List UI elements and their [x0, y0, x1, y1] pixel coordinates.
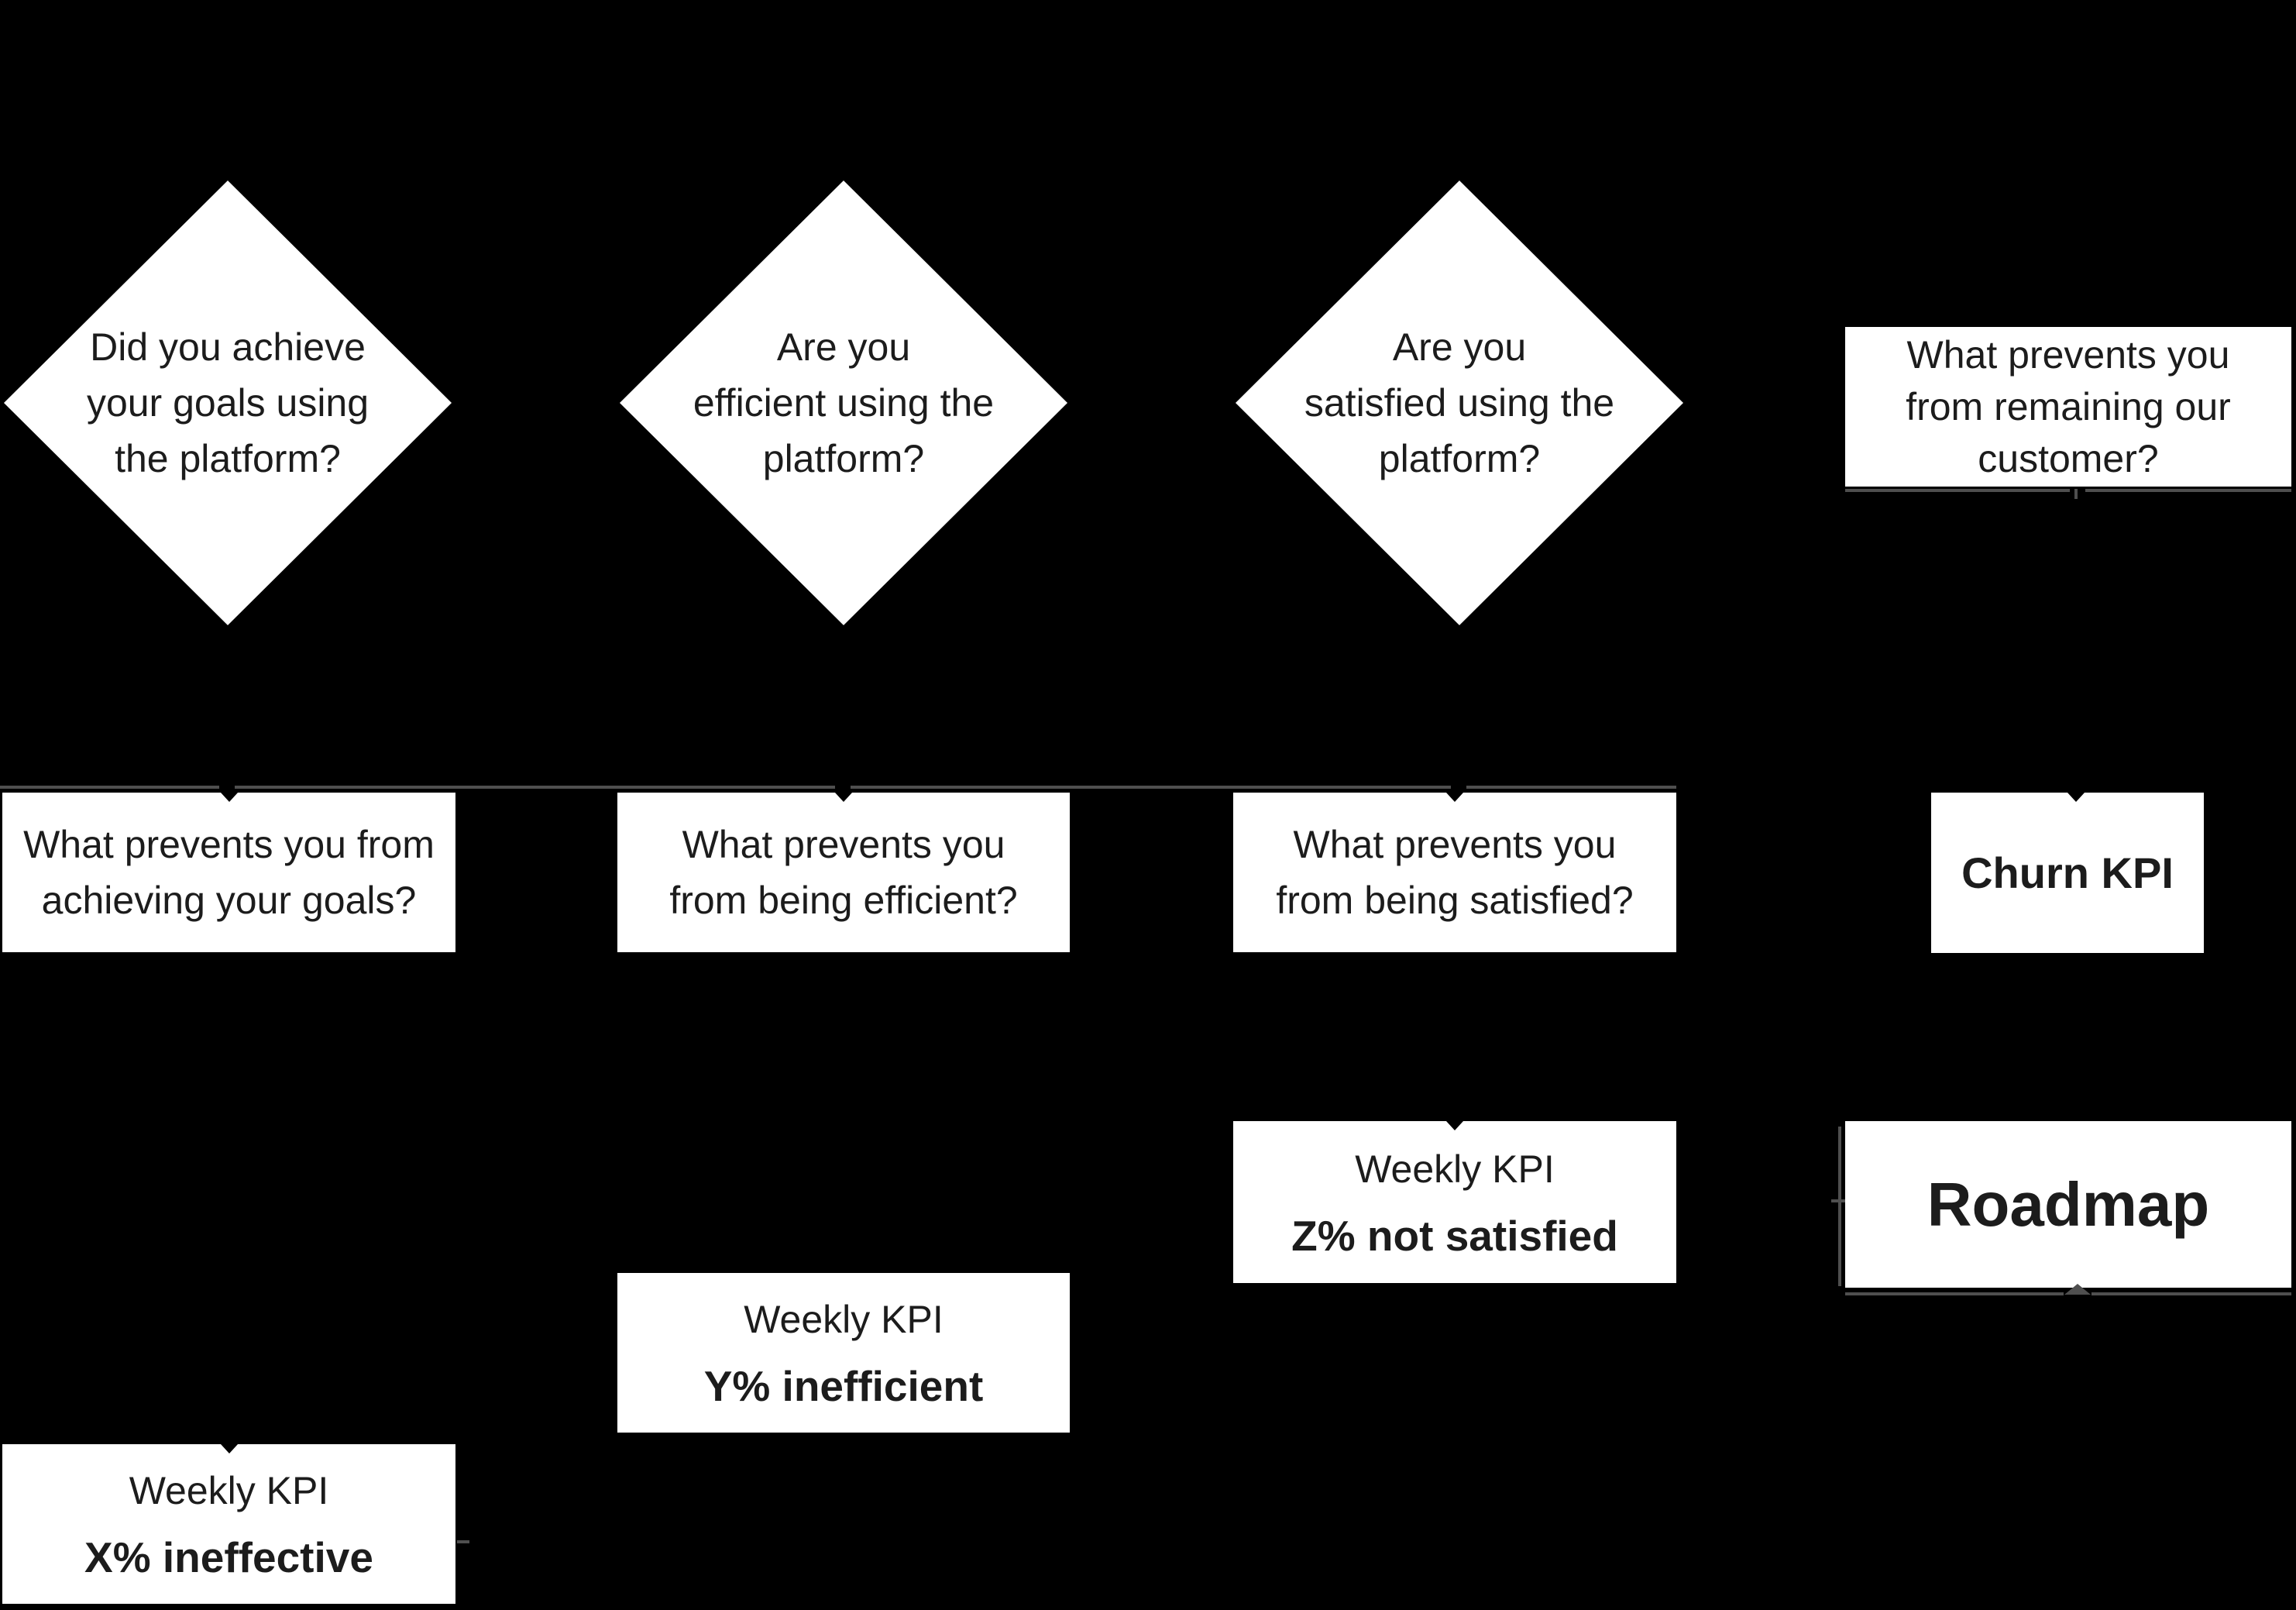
- decision-diamond-efficient-label: Are you efficient using the platform?: [693, 325, 995, 480]
- kpi-box-inefficient: Weekly KPI Y% inefficient: [617, 1273, 1070, 1433]
- decision-diamond-efficient: Are you efficient using the platform?: [620, 181, 1067, 625]
- arrowhead-notch: [835, 793, 852, 802]
- kpi-box-not-satisfied-value: Z% not satisfied: [1291, 1211, 1618, 1260]
- arrowhead-notch: [220, 1444, 238, 1453]
- kpi-box-ineffective: Weekly KPI X% ineffective: [2, 1444, 455, 1604]
- arrowhead-notch: [1446, 793, 1463, 802]
- question-box-achieving-goals: What prevents you from achieving your go…: [2, 793, 455, 952]
- row-line-segment-3: [851, 786, 1451, 789]
- kpi-box-not-satisfied-title: Weekly KPI: [1355, 1147, 1555, 1191]
- arrowhead-notch: [2067, 793, 2085, 802]
- kpi-box-inefficient-value: Y% inefficient: [703, 1362, 984, 1410]
- question-box-achieving-goals-label: What prevents you from achieving your go…: [23, 823, 435, 922]
- kpi-box-churn-label: Churn KPI: [1961, 848, 2174, 897]
- question-box-remaining-customer: What prevents you from remaining our cus…: [1845, 327, 2291, 487]
- row-line-segment-2: [235, 786, 835, 789]
- kpi-box-ineffective-title: Weekly KPI: [129, 1469, 329, 1512]
- arrowhead-notch: [220, 793, 238, 802]
- shadow-line-customer-left: [1845, 489, 2070, 492]
- question-box-remaining-customer-label: What prevents you from remaining our cus…: [1906, 332, 2231, 480]
- kpi-box-ineffective-value: X% ineffective: [84, 1533, 373, 1581]
- question-box-being-satisfied: What prevents you from being satisfied?: [1233, 793, 1676, 952]
- row-line-segment-4: [1466, 786, 1676, 789]
- arrowhead-notch: [1446, 1121, 1463, 1130]
- kpi-box-not-satisfied: Weekly KPI Z% not satisfied: [1233, 1121, 1676, 1283]
- decision-diamond-satisfied-label: Are you satisfied using the platform?: [1304, 325, 1615, 480]
- kpi-box-inefficient-title: Weekly KPI: [744, 1298, 943, 1341]
- arrowhead-up-roadmap: [2064, 1284, 2091, 1295]
- question-box-being-efficient-label: What prevents you from being efficient?: [669, 823, 1018, 922]
- decision-diamond-goals-label: Did you achieve your goals using the pla…: [86, 325, 369, 480]
- kpi-box-churn: Churn KPI: [1931, 793, 2204, 953]
- connector-dash-ineffective-right: [457, 1540, 469, 1543]
- shadow-line-roadmap-bottom-left: [1845, 1292, 2064, 1295]
- decision-diamond-goals: Did you achieve your goals using the pla…: [4, 181, 452, 625]
- question-box-being-satisfied-label: What prevents you from being satisfied?: [1276, 823, 1634, 922]
- shadow-line-roadmap-left: [1838, 1127, 1841, 1286]
- shadow-line-roadmap-bottom-right: [2091, 1292, 2291, 1295]
- question-box-being-efficient: What prevents you from being efficient?: [617, 793, 1070, 952]
- connector-dash-roadmap-left: [1831, 1199, 1845, 1202]
- decision-diamond-satisfied: Are you satisfied using the platform?: [1236, 181, 1683, 625]
- roadmap-box-label: Roadmap: [1927, 1169, 2210, 1239]
- row-line-segment-1: [0, 786, 219, 789]
- shadow-line-customer-right: [2085, 489, 2291, 492]
- roadmap-box: Roadmap: [1845, 1121, 2291, 1288]
- connector-tick-customer: [2074, 489, 2078, 499]
